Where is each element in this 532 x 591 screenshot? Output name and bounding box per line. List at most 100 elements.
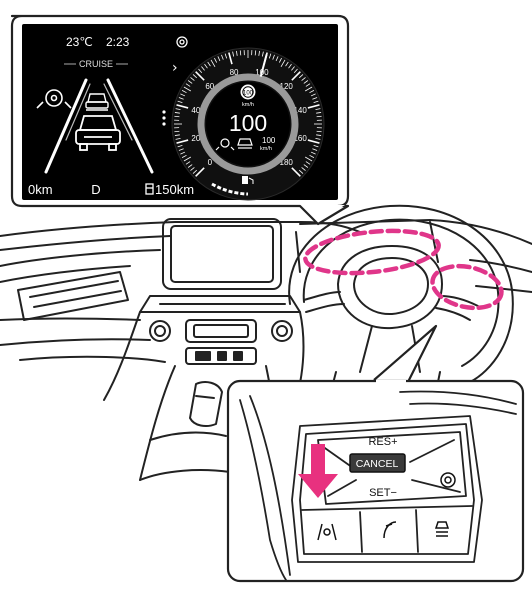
gauge-tick — [190, 77, 195, 81]
gauge-tick — [190, 167, 195, 171]
gauge-tick — [177, 100, 183, 104]
cancel-button[interactable] — [349, 453, 406, 473]
gauge-tick — [316, 134, 322, 136]
gauge-tick-label: 160 — [293, 134, 307, 143]
odometer-readout: 0km — [28, 182, 53, 197]
gauge-tick — [301, 167, 306, 171]
gauge-tick — [221, 54, 224, 60]
gauge-tick — [305, 161, 311, 165]
range-readout: 150km — [155, 182, 194, 197]
gauge-tick — [291, 167, 301, 177]
gauge-tick — [180, 93, 186, 97]
gauge-tick — [207, 61, 211, 67]
gauge-tick — [275, 56, 279, 62]
gauge-tick — [278, 57, 282, 63]
gauge-tick — [299, 74, 304, 79]
gauge-tick — [280, 59, 286, 68]
gauge-tick — [192, 74, 197, 79]
dashboard-line-art — [0, 204, 532, 481]
main-switch-icon[interactable] — [440, 472, 456, 488]
set-speed-value: 100 — [262, 136, 276, 145]
gauge-tick — [204, 63, 208, 69]
gauge-tick — [288, 63, 292, 69]
gauge-tick — [315, 108, 321, 111]
fuel-icon — [242, 176, 254, 184]
switch-labels: RES+ CANCEL SET− — [349, 436, 406, 499]
lane-keep-icon[interactable] — [317, 523, 337, 541]
gauge-tick — [228, 52, 233, 65]
gauge-tick — [315, 137, 321, 140]
gauge-tick — [309, 154, 315, 158]
gauge-tick — [291, 66, 295, 71]
gauge-tick — [185, 83, 191, 87]
gauge-tick — [174, 115, 180, 118]
gauge-tick-label: 120 — [280, 82, 294, 91]
res-plus-label[interactable]: RES+ — [368, 436, 397, 448]
switch-icons — [317, 472, 456, 541]
gauge-tick — [176, 139, 189, 144]
cancel-label: CANCEL — [356, 458, 399, 470]
current-speed: 100 — [229, 110, 267, 136]
gauge-tick-label: 0 — [208, 158, 213, 167]
gauge-tick — [261, 51, 264, 57]
arrow-down-icon — [298, 444, 338, 498]
gauge-tick — [210, 59, 216, 68]
gauge-tick — [285, 61, 289, 67]
gauge-tick — [291, 71, 301, 81]
gauge-tick — [304, 156, 313, 162]
gauge-tick — [174, 130, 180, 133]
cruise-wheel-icon — [215, 138, 235, 151]
distance-button-icon[interactable] — [383, 521, 397, 539]
set-minus-label[interactable]: SET− — [369, 487, 397, 499]
speedometer-ticks — [174, 50, 322, 177]
gauge-tick — [309, 90, 315, 94]
gauge-tick — [183, 156, 192, 162]
lane-graphic — [44, 78, 154, 174]
dot-indicator — [162, 110, 166, 126]
highlight-marks — [303, 228, 504, 311]
gauge-tick — [313, 144, 319, 148]
gauge-tick — [303, 164, 309, 168]
gauge-tick — [178, 97, 184, 100]
gauge-tick — [236, 50, 238, 56]
gauge-tick — [299, 169, 304, 174]
cluster-screen: 23℃ 2:23 CRUISE — [28, 35, 325, 201]
gauge-tick — [192, 169, 197, 174]
speed-limit-value: 100 — [243, 91, 254, 97]
gauge-tick — [201, 66, 205, 71]
gauge-tick-label: 140 — [293, 106, 307, 115]
gauge-tick-label: 60 — [205, 82, 214, 91]
gauge-tick — [313, 100, 319, 104]
gauge-tick — [174, 134, 180, 136]
gauge-tick — [304, 86, 313, 92]
gauge-tick — [310, 93, 316, 97]
gauge-tick-label: 80 — [230, 68, 239, 77]
gauge-tick — [181, 154, 187, 158]
cruise-label: CRUISE — [79, 59, 113, 69]
gauge-tick — [224, 53, 228, 59]
gauge-tick — [177, 144, 183, 148]
gauge-tick — [175, 108, 181, 111]
gauge-tick — [312, 148, 318, 151]
gear-indicator: D — [91, 182, 100, 197]
lead-vehicle-icon — [85, 93, 109, 111]
gauge-tick — [180, 151, 186, 155]
gauge-tick — [176, 104, 189, 109]
gauge-tick — [310, 151, 316, 155]
gauge-tick — [185, 161, 191, 165]
gauge-tick — [305, 83, 311, 87]
clock-readout: 2:23 — [106, 35, 130, 49]
gauge-tick — [217, 56, 221, 62]
car-gap-icon[interactable] — [434, 521, 450, 537]
speedometer: 020406080100120140160180 100 km/h 100 10… — [171, 47, 325, 201]
switch-highlight — [430, 263, 504, 311]
temperature-readout: 23℃ — [66, 35, 93, 49]
gauge-tick — [301, 77, 306, 81]
gauge-tick-label: 40 — [191, 106, 200, 115]
gauge-tick — [195, 71, 205, 81]
gauge-tick — [312, 97, 318, 100]
gauge-tick — [183, 86, 192, 92]
gauge-tick — [198, 68, 203, 73]
cruise-indicator: CRUISE — [64, 59, 128, 69]
gauge-tick — [187, 164, 193, 168]
